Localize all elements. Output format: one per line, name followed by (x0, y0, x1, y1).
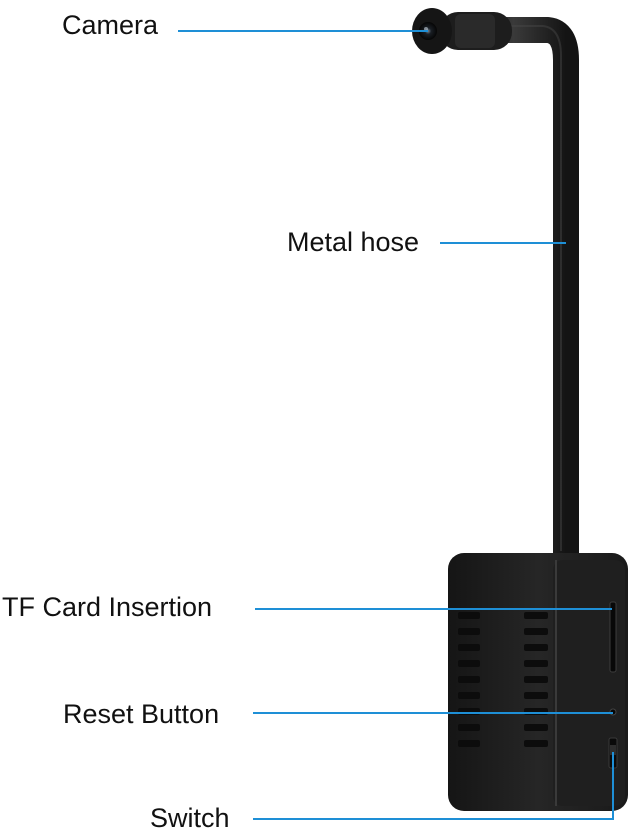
vent-slots-left (458, 612, 480, 747)
metal-hose-label: Metal hose (287, 227, 420, 257)
reset-button-label: Reset Button (63, 699, 220, 729)
leader-lines (178, 30, 614, 820)
switch-leader-line (253, 752, 614, 820)
vent-slots-middle (524, 612, 548, 747)
switch-label: Switch (150, 803, 230, 833)
metal-hose (465, 17, 579, 555)
camera-label: Camera (62, 10, 159, 40)
device-body (448, 553, 628, 811)
camera-head (412, 8, 512, 54)
tf-card-insertion-label: TF Card Insertion (2, 592, 213, 622)
tf-card-slot (609, 601, 617, 673)
